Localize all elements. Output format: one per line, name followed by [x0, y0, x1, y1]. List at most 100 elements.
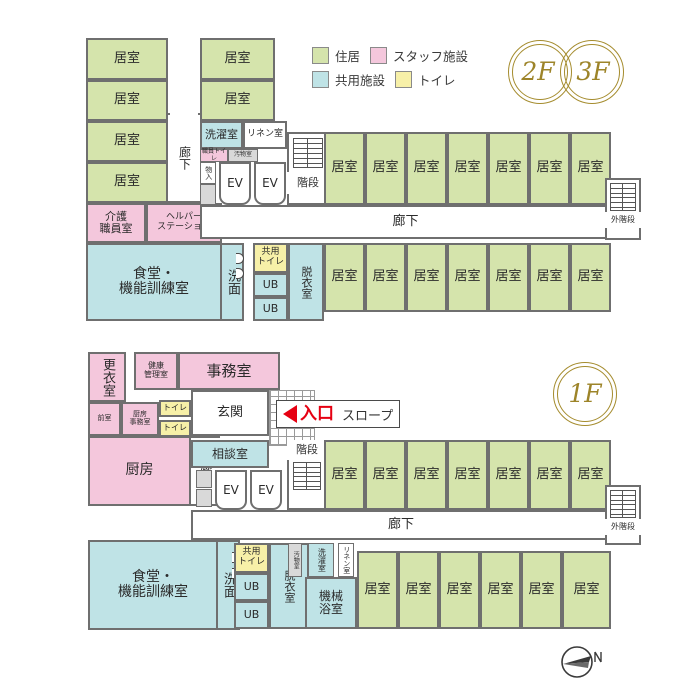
outer-stair-treads-icon	[610, 183, 636, 211]
room-kyoshitsu: 居室	[488, 440, 529, 510]
room-kyoshitsu: 居室	[447, 440, 488, 510]
legend-label-staff-facility: スタッフ施設	[393, 48, 469, 64]
room-chubo-jimushitsu: 厨房 事務室	[121, 402, 159, 436]
room-linenshitsu: リネン室	[243, 121, 287, 149]
elevator-2: EV	[254, 162, 286, 205]
sink-icon-2	[236, 268, 244, 279]
elevator-1: EV	[219, 162, 251, 205]
corridor-horizontal-1f: 廊下	[191, 510, 611, 540]
room-kyoshitsu: 居室	[406, 132, 447, 205]
room-kyoshitsu: 居室	[488, 132, 529, 205]
legend-item-toilet: トイレ	[395, 70, 456, 89]
corridor-vertical: 廊下	[168, 113, 200, 203]
room-genkan: 玄関	[191, 390, 269, 436]
room-kyoshitsu: 居室	[406, 440, 447, 510]
slope-label: スロープ	[342, 408, 394, 424]
room-jimushitsu: 事務室	[178, 352, 280, 390]
room-kyoyo-toilet-1f: 共用 トイレ	[234, 543, 269, 573]
floor-badge-2f-label: 2F	[521, 57, 555, 86]
room-kyoshitsu: 居室	[86, 38, 168, 80]
corridor-horizontal: 廊下	[200, 205, 611, 239]
room-kyoshitsu: 居室	[86, 121, 168, 162]
room-unit-bath-1: UB	[253, 273, 288, 297]
room-kyoshitsu: 居室	[365, 243, 406, 312]
outer-stair-treads-icon-1f	[610, 490, 636, 518]
room-shokuin-toilet: 職員トイレ	[200, 148, 228, 162]
room-kyoyo-toilet: 共用 トイレ	[253, 243, 288, 273]
room-kyoshitsu: 居室	[324, 132, 365, 205]
room-kyoshitsu: 居室	[447, 243, 488, 312]
room-unit-bath-1f-2: UB	[234, 601, 269, 629]
entrance-label: 入口	[300, 403, 334, 424]
legend-label-toilet: トイレ	[418, 72, 456, 88]
legend-label-residence: 住居	[335, 48, 361, 64]
room-kyoshitsu: 居室	[488, 243, 529, 312]
room-kikai-yokushitsu: 機械 浴室	[305, 577, 357, 629]
room-unit-bath-2: UB	[253, 297, 288, 321]
floor-badge-2f-3f: 2F 3F	[508, 40, 628, 106]
room-kyoshitsu: 居室	[324, 440, 365, 510]
outer-stair-label: 外階段	[605, 212, 641, 228]
room-kyoshitsu: 居室	[447, 132, 488, 205]
room-kyoshitsu: 居室	[521, 551, 562, 629]
entrance-callout: 入口 スロープ	[276, 400, 400, 428]
room-kyoshitsu: 居室	[439, 551, 480, 629]
room-kyoshitsu: 居室	[406, 243, 447, 312]
outer-stair-label-1f: 外階段	[605, 519, 641, 535]
floor-badge-1f-label: 1F	[568, 379, 602, 408]
room-kyoshitsu: 居室	[529, 440, 570, 510]
shaft-gray	[200, 184, 216, 205]
room-kyoshitsu: 居室	[529, 243, 570, 312]
room-chubo: 厨房	[88, 436, 191, 506]
room-toilet-2: トイレ	[159, 420, 191, 437]
legend-swatch-residence	[312, 46, 329, 64]
room-kenko-kanrishitsu: 健康 管理室	[134, 352, 178, 390]
corridor-open	[170, 38, 198, 115]
floor-badge-3f-label: 3F	[576, 57, 610, 86]
legend-item-staff-facility: スタッフ施設	[370, 46, 468, 65]
compass-north-icon	[561, 646, 602, 678]
room-kyoshitsu: 居室	[324, 243, 365, 312]
room-kyoshitsu: 居室	[570, 243, 611, 312]
room-toilet-1: トイレ	[159, 400, 191, 417]
room-kyoshitsu: 居室	[357, 551, 398, 629]
legend-swatch-staff-facility	[370, 46, 388, 64]
legend-swatch-toilet	[395, 70, 413, 88]
room-obutsushitsu-1f: 汚物室	[288, 543, 302, 577]
sink-icon-1	[236, 253, 244, 264]
room-unit-bath-1f-1: UB	[234, 573, 269, 601]
stair-treads-icon	[293, 138, 323, 168]
room-zenshitsu: 前室	[88, 402, 121, 436]
legend-swatch-shared-facility	[312, 70, 329, 88]
legend-item-shared-facility: 共用施設	[312, 70, 385, 89]
room-monoire: 物入	[200, 162, 216, 184]
room-sodanshitsu: 相談室	[191, 440, 269, 468]
room-shokudo-kinou: 食堂・ 機能訓練室	[86, 243, 222, 321]
room-sentakushitsu: 洗濯室	[200, 121, 243, 149]
room-kyoshitsu: 居室	[365, 440, 406, 510]
stair-label: 階段	[287, 172, 329, 194]
room-kyoshitsu: 居室	[480, 551, 521, 629]
room-kyoshitsu: 居室	[562, 551, 611, 629]
room-kyoshitsu: 居室	[398, 551, 439, 629]
room-kyoshitsu: 居室	[365, 132, 406, 205]
stair-treads-icon-1f	[293, 462, 321, 490]
floor-badge-1f: 1F	[553, 362, 617, 426]
legend-item-residence: 住居	[312, 46, 360, 65]
room-sentakushitsu-1f: 洗濯室	[308, 543, 334, 577]
legend: 住居 スタッフ施設 共用施設 トイレ	[312, 43, 497, 91]
room-kyoshitsu: 居室	[570, 440, 611, 510]
room-shokudo-kinou-1f: 食堂・ 機能訓練室	[88, 540, 218, 630]
room-kyoshitsu: 居室	[86, 162, 168, 203]
room-koishitsu: 更衣室	[88, 352, 126, 402]
room-kyoshitsu: 居室	[200, 38, 275, 80]
shaft-gray-1f-b	[196, 489, 212, 507]
room-obutsushitsu: 汚物室	[228, 149, 258, 162]
room-datsuishitsu: 脱衣室	[288, 243, 324, 321]
shaft-gray-1f-a	[196, 470, 212, 488]
elevator-1f-2: EV	[250, 470, 282, 510]
legend-label-shared-facility: 共用施設	[335, 72, 386, 88]
room-kyoshitsu: 居室	[529, 132, 570, 205]
room-linenshitsu-1f: リネン室	[338, 543, 354, 577]
